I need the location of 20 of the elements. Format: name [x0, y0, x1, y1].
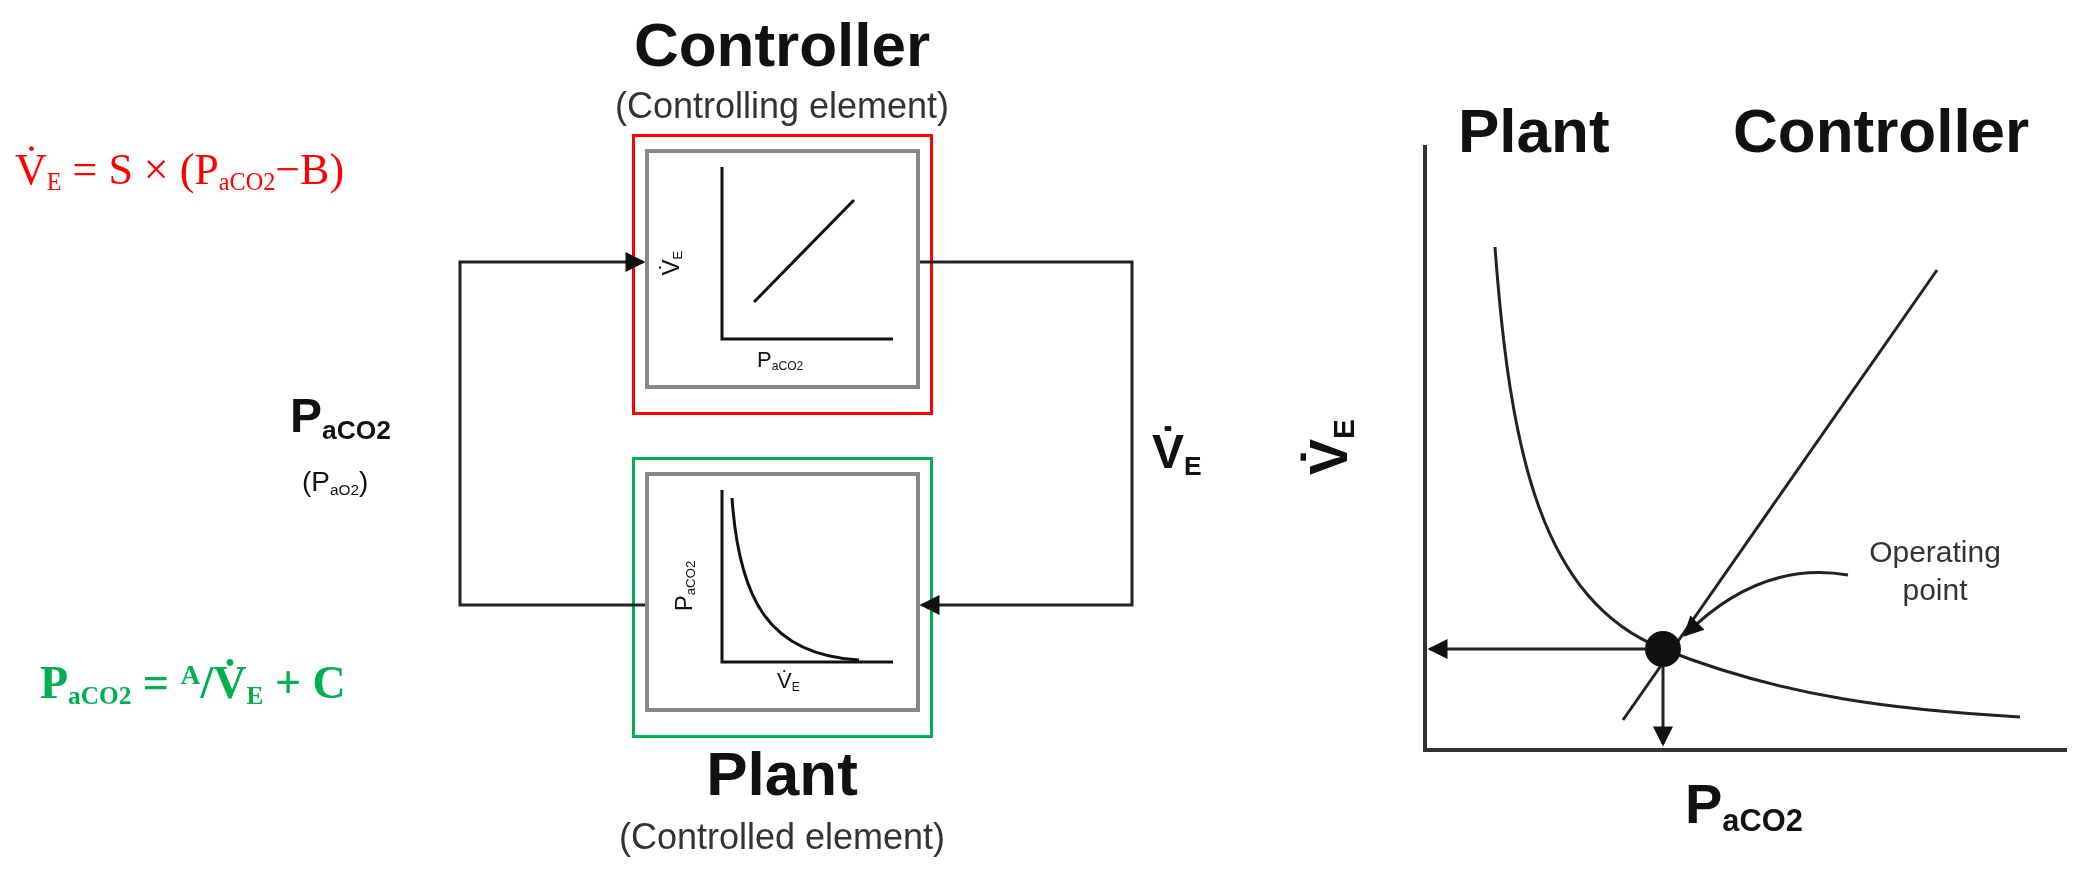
axis-label: P$_{aCO2}$ — [1685, 776, 1803, 832]
graph-box — [645, 472, 920, 712]
arrow — [1653, 667, 1673, 747]
block-subtitle: (Controlling element) — [613, 88, 951, 124]
equation: V̇$_{E}$ = S × (P$_{aCO2}$−B) — [15, 148, 345, 192]
signal-label: (P$_{aO2}$) — [302, 468, 369, 496]
curve-label: Controller — [1733, 100, 2030, 162]
curve-label: Plant — [1458, 100, 1610, 162]
arrow — [919, 260, 1134, 615]
graph-box — [645, 149, 920, 389]
equation: P$_{aCO2}$ = $^{A}$/V̇$_{E}$ + C — [40, 660, 346, 706]
arrow — [458, 252, 646, 607]
arrow — [1427, 639, 1645, 659]
axis-label: P$_{aCO2}$ — [757, 349, 804, 371]
leader-arrow — [1683, 571, 1849, 637]
block-subtitle: (Controlled element) — [617, 819, 947, 855]
axis-label: V̇$_{E}$ — [777, 670, 800, 692]
block-title: Controller — [632, 14, 932, 76]
callout-text: Operating point — [1840, 533, 2030, 608]
block-title: Plant — [705, 743, 859, 805]
